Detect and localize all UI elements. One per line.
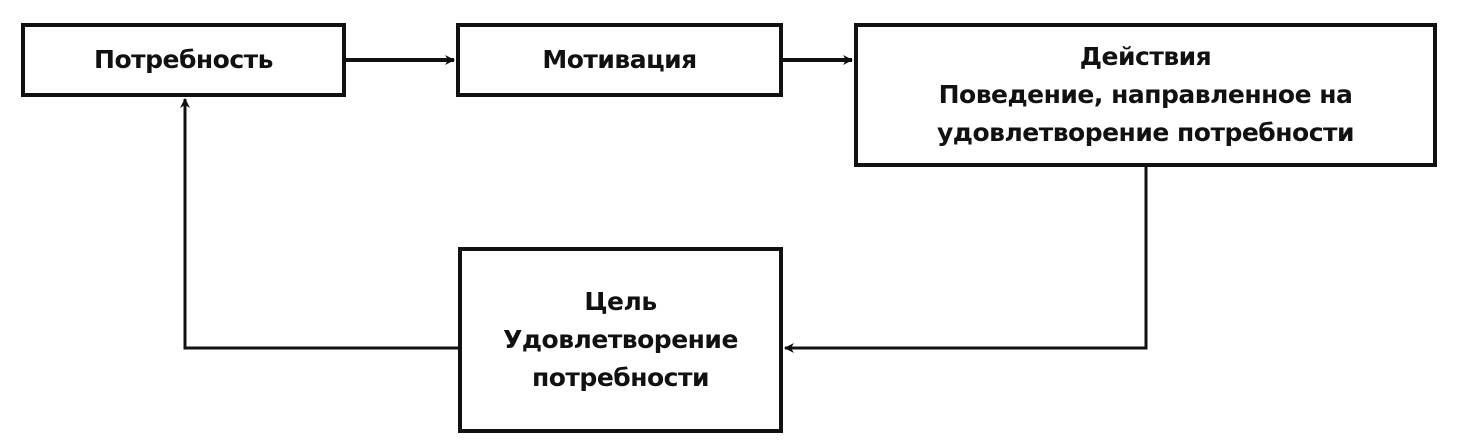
arrow-goal-to-need	[180, 98, 458, 350]
node-goal-line1: Удовлетворение	[503, 325, 738, 354]
node-actions-line2: удовлетворение потребности	[936, 118, 1355, 147]
node-need: Потребность	[21, 23, 346, 97]
node-actions: Действия Поведение, направленное на удов…	[854, 23, 1437, 167]
node-motivation: Мотивация	[456, 23, 783, 97]
node-goal-line2: потребности	[531, 363, 710, 392]
node-goal-title: Цель	[584, 287, 657, 316]
node-motivation-label: Мотивация	[542, 45, 697, 74]
node-actions-title: Действия	[1079, 42, 1212, 71]
node-need-label: Потребность	[94, 45, 273, 74]
node-actions-line1: Поведение, направленное на	[938, 80, 1353, 109]
node-goal: Цель Удовлетворение потребности	[458, 247, 783, 433]
arrow-actions-to-goal	[784, 167, 1148, 353]
